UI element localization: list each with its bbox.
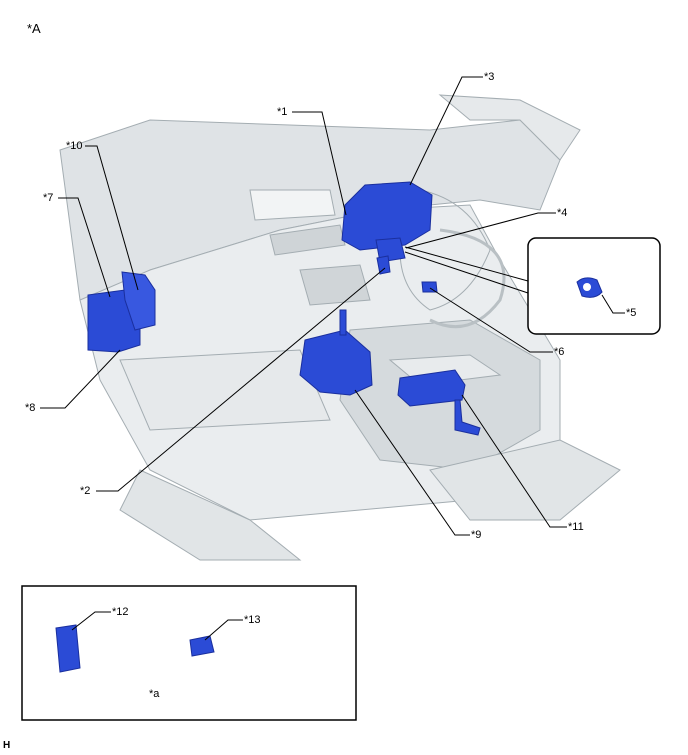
component-4 <box>375 237 406 263</box>
callout-4: *4 <box>557 207 568 219</box>
component-11-bracket <box>454 399 481 436</box>
callout-2: *2 <box>80 485 91 497</box>
callout-3: *3 <box>484 71 495 83</box>
component-9 <box>299 329 373 396</box>
callout-1: *1 <box>277 106 288 118</box>
callout-13: *13 <box>244 614 261 626</box>
components <box>87 181 481 436</box>
callout-9: *9 <box>471 529 482 541</box>
inset-connector <box>404 246 529 294</box>
component-10 <box>121 271 156 331</box>
component-5-hole <box>583 283 591 291</box>
component-12 <box>55 624 81 673</box>
callout-7: *7 <box>43 192 54 204</box>
callout-12: *12 <box>112 606 129 618</box>
callout-5: *5 <box>626 307 637 319</box>
component-11 <box>397 369 466 407</box>
callout-6: *6 <box>554 346 565 358</box>
inset-label: *a <box>149 688 160 700</box>
component-2 <box>376 255 391 275</box>
callout-8: *8 <box>25 402 36 414</box>
component-9-lever <box>339 309 347 336</box>
component-13 <box>189 635 215 657</box>
view-label: *A <box>27 21 41 36</box>
leader-lines <box>40 76 625 641</box>
callout-11: *11 <box>568 521 584 533</box>
callout-10: *10 <box>66 140 83 152</box>
corner-mark: H <box>3 740 11 751</box>
component-1 <box>341 181 433 251</box>
